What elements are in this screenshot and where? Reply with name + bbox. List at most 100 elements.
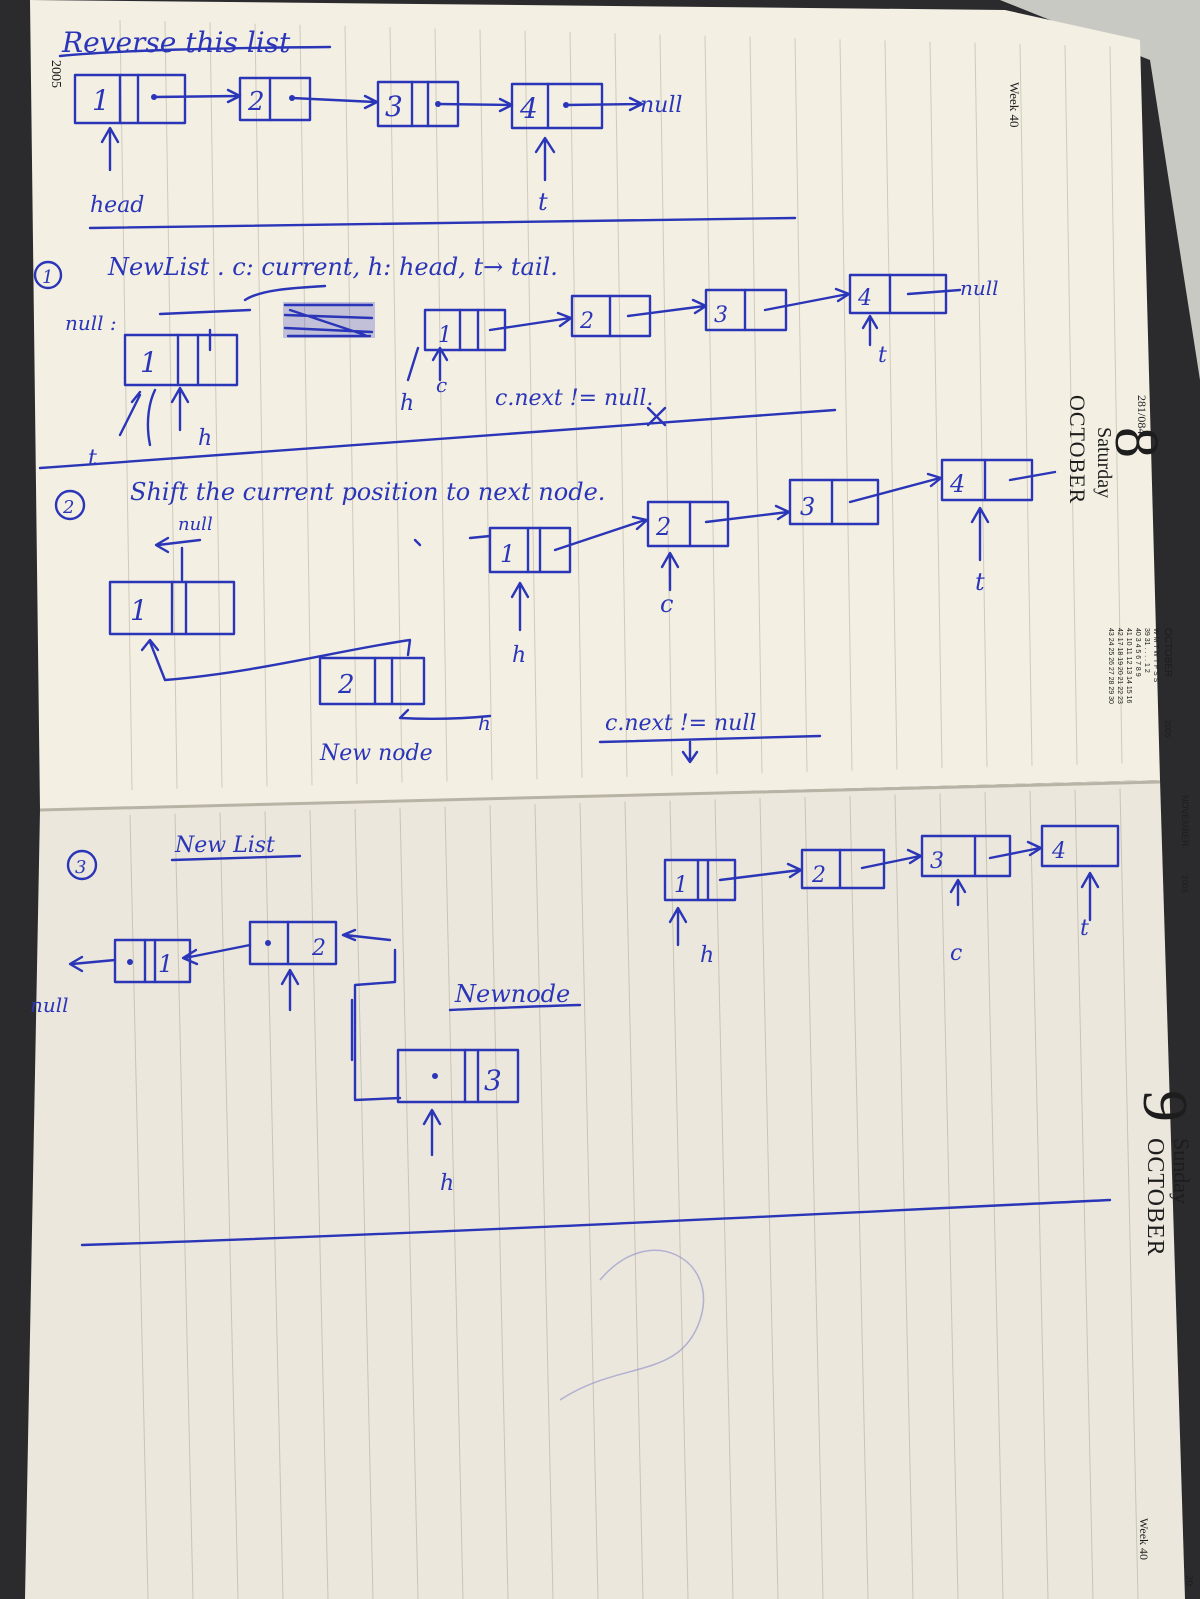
condition: c.next != null <box>605 711 756 736</box>
node-value: 3 <box>800 493 815 521</box>
h-label: h <box>478 711 491 735</box>
step1-legend: NewList . c: current, h: head, t→ tail. <box>107 253 558 281</box>
step3-caption: New List <box>174 833 275 858</box>
node-value: 4 <box>1051 839 1066 864</box>
month-top: OCTOBER <box>1065 395 1090 504</box>
c-label: c <box>436 373 447 397</box>
node-value: 2 <box>579 309 594 334</box>
null-label: null <box>30 993 69 1017</box>
ruled-line <box>939 793 959 1599</box>
ruled-line <box>209 22 223 788</box>
ruled-line <box>254 23 268 787</box>
node-value: 2 <box>247 87 265 117</box>
ruled-line <box>849 795 869 1599</box>
ruled-line <box>669 800 689 1599</box>
node-value: 1 <box>500 540 515 568</box>
ruled-line <box>1019 43 1033 767</box>
c-label: c <box>660 590 673 618</box>
day-number-top: 8 <box>1102 427 1170 458</box>
ruled-line <box>984 792 1004 1599</box>
node-value: 4 <box>857 286 872 311</box>
c-label: c <box>950 941 962 966</box>
node-value: 1 <box>158 950 173 978</box>
list-node: 1 <box>73 73 187 125</box>
mini-calendar-title: OCTOBER <box>1162 628 1173 677</box>
ruled-line <box>444 806 464 1599</box>
h-label: h <box>440 1171 454 1196</box>
node-value: 2 <box>311 936 326 961</box>
ruled-line <box>659 34 673 776</box>
ruled-line <box>129 814 149 1599</box>
corner-number: 20 <box>1183 1575 1195 1587</box>
weekday-top: Saturday <box>1093 427 1115 498</box>
null-label: null <box>960 276 999 300</box>
step-number: 2 <box>62 497 74 518</box>
null-label: null <box>178 514 213 535</box>
mini-calendar-november: NOVEMBER 2005 <box>1180 795 1190 893</box>
ruled-line <box>1029 790 1049 1599</box>
node-value: 4 <box>949 470 965 498</box>
ruled-line <box>119 19 133 791</box>
ruled-line <box>164 21 178 789</box>
ruled-line <box>794 37 808 773</box>
ruled-line <box>354 808 374 1599</box>
ruled-line <box>534 804 554 1599</box>
ruled-line <box>929 41 943 769</box>
new-node-label: New node <box>319 741 433 766</box>
ruled-line <box>524 30 538 780</box>
dash-mark <box>413 534 492 547</box>
ruled-line <box>489 805 509 1599</box>
mini-calendar-header: W M T W T F S S <box>1152 628 1159 683</box>
step-1: 1 NewList . c: current, h: head, t→ tail… <box>33 253 999 471</box>
mini-calendar-october: OCTOBER 2005 W M T W T F S S 39 31 . . .… <box>1107 628 1173 738</box>
t-label: t <box>88 446 97 471</box>
head-label: head <box>90 193 144 218</box>
node-value: 2 <box>655 513 671 541</box>
t-label: t <box>878 343 887 368</box>
original-list: 1 2 3 4 null head t <box>73 73 682 218</box>
year-margin: 2005 <box>48 60 63 88</box>
node-value: 4 <box>519 92 538 125</box>
node-value: 3 <box>930 849 944 874</box>
ruled-line <box>624 801 644 1599</box>
day-of-year: 281/084 <box>1135 395 1149 434</box>
separator-line <box>38 408 837 470</box>
ruled-line <box>309 810 329 1599</box>
week-label-top: Week 40 <box>1007 82 1022 128</box>
title-underline <box>58 45 332 58</box>
ruled-line <box>174 813 194 1599</box>
mini-calendar-row: 42 17 18 19 20 21 22 23 <box>1116 628 1123 704</box>
ruled-lines <box>119 19 1139 1599</box>
month-bottom: OCTOBER <box>1142 1138 1168 1257</box>
ruled-line <box>804 796 824 1599</box>
step-3: 3 New List null 1 2 3 h Newnode 1 2 <box>30 824 1120 1196</box>
new-node-label: Newnode <box>454 980 570 1008</box>
ruled-line <box>894 794 914 1599</box>
ruled-line <box>399 807 419 1599</box>
ruled-line <box>1109 46 1123 764</box>
ruled-line <box>569 31 583 779</box>
ruled-line <box>884 40 898 770</box>
step2-caption: Shift the current position to next node. <box>130 478 605 506</box>
ruled-line <box>759 798 779 1599</box>
weekday-bottom: Sunday <box>1169 1138 1194 1204</box>
node-value: 1 <box>140 346 158 379</box>
null-label: null <box>640 93 682 118</box>
condition: c.next != null. <box>495 386 653 411</box>
node-value: 3 <box>484 1064 502 1097</box>
step-number: 1 <box>42 267 53 288</box>
mini-calendar-title: NOVEMBER <box>1180 795 1190 847</box>
null-colon-label: null : <box>65 311 117 335</box>
mini-calendar-row: 40 3 4 5 6 7 8 9 <box>1134 628 1141 677</box>
t-label: t <box>975 568 985 596</box>
ruled-line <box>219 812 239 1599</box>
h-label: h <box>198 426 212 451</box>
top-page <box>30 0 1160 810</box>
h-label: h <box>400 391 414 416</box>
node-value: 1 <box>130 594 148 627</box>
ruled-line <box>1064 45 1078 765</box>
node-value: 3 <box>385 90 403 123</box>
node-value: 3 <box>714 303 728 328</box>
separator-line <box>80 1198 1112 1247</box>
